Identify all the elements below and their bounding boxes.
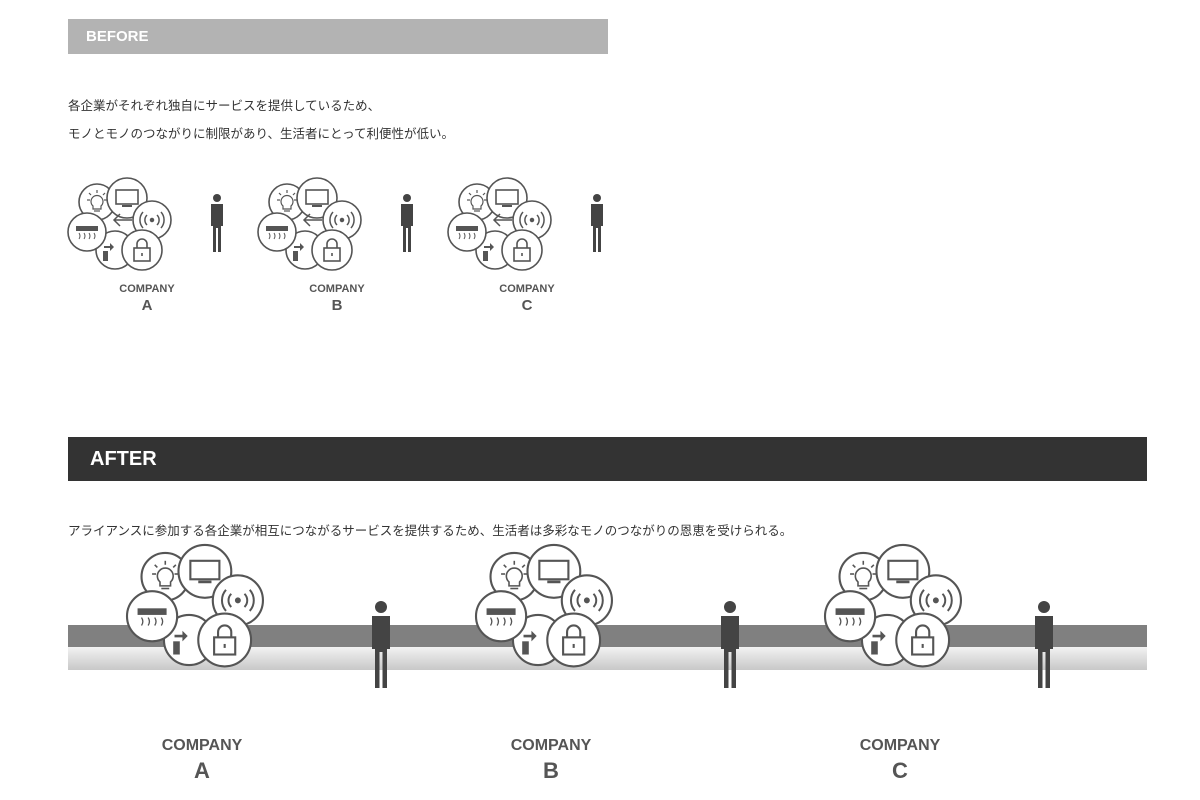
air-conditioner-icon <box>266 226 288 240</box>
plug-icon <box>173 630 188 655</box>
lock-device-circle <box>311 229 353 271</box>
lock-device-circle <box>121 229 163 271</box>
lock-device-circle <box>546 612 602 668</box>
lock-icon <box>213 624 237 656</box>
ac-device-circle <box>125 590 179 643</box>
air-conditioner-icon <box>76 226 98 240</box>
light-bulb-icon <box>277 190 297 212</box>
ac-device-circle <box>67 212 107 252</box>
after-person-c <box>1035 601 1053 688</box>
tv-icon <box>189 559 221 584</box>
after-company-b-letter: B <box>543 758 559 783</box>
lock-icon <box>911 624 935 656</box>
wireless-signal-icon <box>329 211 355 229</box>
before-arrow-c <box>492 213 512 227</box>
ac-device-circle <box>823 590 877 643</box>
tv-icon <box>115 189 139 207</box>
lock-icon <box>323 238 341 262</box>
ac-device-circle <box>257 212 297 252</box>
before-person-b <box>401 194 413 252</box>
tv-icon <box>538 559 570 584</box>
arrow-left-icon <box>112 213 132 227</box>
before-arrow-a <box>112 213 132 227</box>
before-company-a-letter: A <box>141 297 153 314</box>
lock-device-circle <box>895 612 951 668</box>
lock-device-circle <box>501 229 543 271</box>
tv-icon <box>495 189 519 207</box>
lock-icon <box>133 238 151 262</box>
air-conditioner-icon <box>486 608 516 626</box>
after-header: AFTER <box>68 437 1147 481</box>
before-company-a-devices <box>67 177 172 271</box>
before-company-b-letter: B <box>331 297 343 314</box>
plug-icon <box>483 243 494 261</box>
before-arrow-b <box>302 213 322 227</box>
before-person-a <box>211 194 223 252</box>
after-company-a-letter: A <box>194 758 210 783</box>
after-company-b-label: COMPANY <box>510 737 592 754</box>
lock-icon <box>562 624 586 656</box>
before-company-a-label: COMPANY <box>119 283 175 295</box>
light-bulb-icon <box>467 190 487 212</box>
after-company-a-devices <box>125 543 265 668</box>
plug-icon <box>293 243 304 261</box>
after-company-b-devices <box>474 543 614 668</box>
ac-device-circle <box>474 590 528 643</box>
before-company-b-label: COMPANY <box>309 283 365 295</box>
plug-icon <box>871 630 886 655</box>
air-conditioner-icon <box>456 226 478 240</box>
air-conditioner-icon <box>835 608 865 626</box>
lock-icon <box>513 238 531 262</box>
before-text-line-1: 各企業がそれぞれ独自にサービスを提供しているため、 <box>68 98 381 113</box>
wireless-signal-icon <box>139 211 165 229</box>
tv-icon <box>305 189 329 207</box>
wireless-signal-icon <box>221 589 255 612</box>
arrow-left-icon <box>302 213 322 227</box>
plug-icon <box>522 630 537 655</box>
tv-icon <box>887 559 919 584</box>
after-person-b <box>721 601 739 688</box>
ac-device-circle <box>447 212 487 252</box>
wireless-signal-icon <box>519 211 545 229</box>
lock-device-circle <box>197 612 253 668</box>
before-company-c-label: COMPANY <box>499 283 555 295</box>
after-company-a-label: COMPANY <box>161 737 243 754</box>
after-company-c-label: COMPANY <box>859 737 941 754</box>
arrow-left-icon <box>492 213 512 227</box>
plug-icon <box>103 243 114 261</box>
after-person-a <box>372 601 390 688</box>
before-person-c <box>591 194 603 252</box>
before-company-b-devices <box>257 177 362 271</box>
wireless-signal-icon <box>919 589 953 612</box>
before-header: BEFORE <box>68 19 608 54</box>
before-company-c-letter: C <box>521 297 533 314</box>
wireless-signal-icon <box>570 589 604 612</box>
after-company-c-devices <box>823 543 963 668</box>
after-text: アライアンスに参加する各企業が相互につながるサービスを提供するため、生活者は多彩… <box>68 523 793 538</box>
before-text-line-2: モノとモノのつながりに制限があり、生活者にとって利便性が低い。 <box>68 126 455 141</box>
air-conditioner-icon <box>137 608 167 626</box>
before-company-c-devices <box>447 177 552 271</box>
after-company-c-letter: C <box>892 758 908 783</box>
